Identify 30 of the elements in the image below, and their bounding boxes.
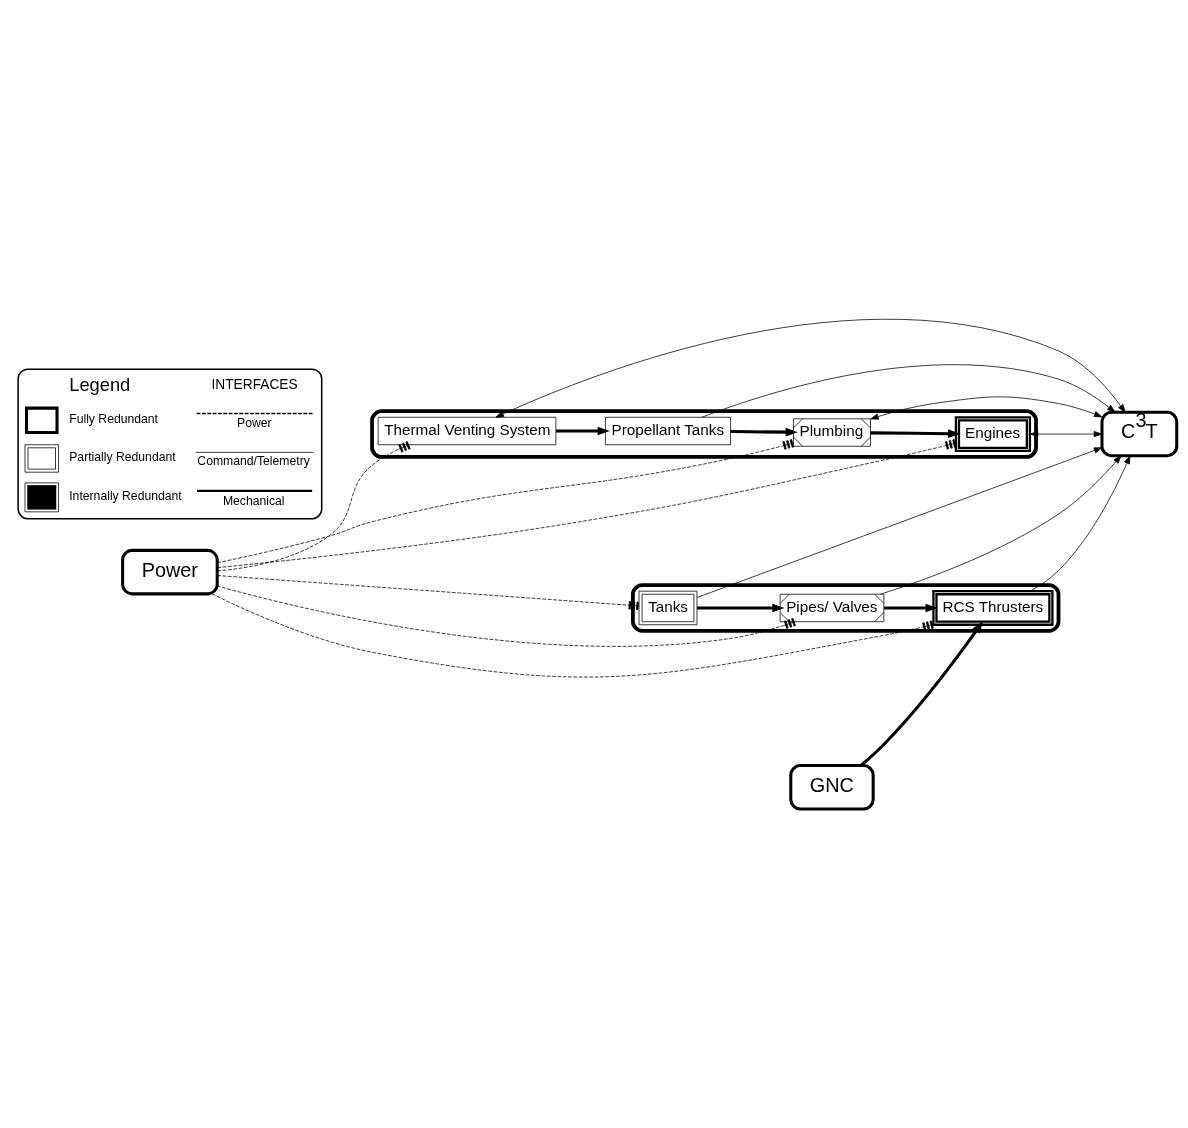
connector [217, 575, 640, 611]
arrow [1029, 431, 1103, 438]
legend-label: Internally Redundant [69, 489, 182, 504]
legend-label: Power [237, 416, 272, 431]
connector [216, 439, 794, 564]
node-box: GNC [789, 763, 875, 811]
arrow [697, 603, 785, 613]
arrow [730, 427, 798, 437]
arrow [870, 396, 1103, 420]
arrow [701, 364, 1116, 418]
label: Legend [69, 373, 131, 395]
arrow [870, 429, 961, 438]
arrow [884, 603, 938, 613]
arrow [880, 455, 1122, 595]
connector [216, 585, 796, 647]
legend-label: Mechanical [222, 493, 285, 508]
node-box: Propellant Tanks [605, 416, 731, 446]
connector [217, 439, 957, 569]
arrow [556, 426, 610, 436]
connector [211, 593, 934, 678]
node-box: Power [121, 548, 219, 596]
legend-label: Partially Redundant [69, 450, 176, 465]
arrow [495, 319, 1126, 418]
label: INTERFACES [211, 377, 298, 393]
arrow [1030, 455, 1131, 592]
legend-label: Fully Redundant [69, 412, 158, 427]
arrow [860, 621, 984, 767]
connector [217, 441, 411, 572]
legend-label: Command/Telemetry [197, 454, 310, 469]
arrow [696, 447, 1103, 598]
